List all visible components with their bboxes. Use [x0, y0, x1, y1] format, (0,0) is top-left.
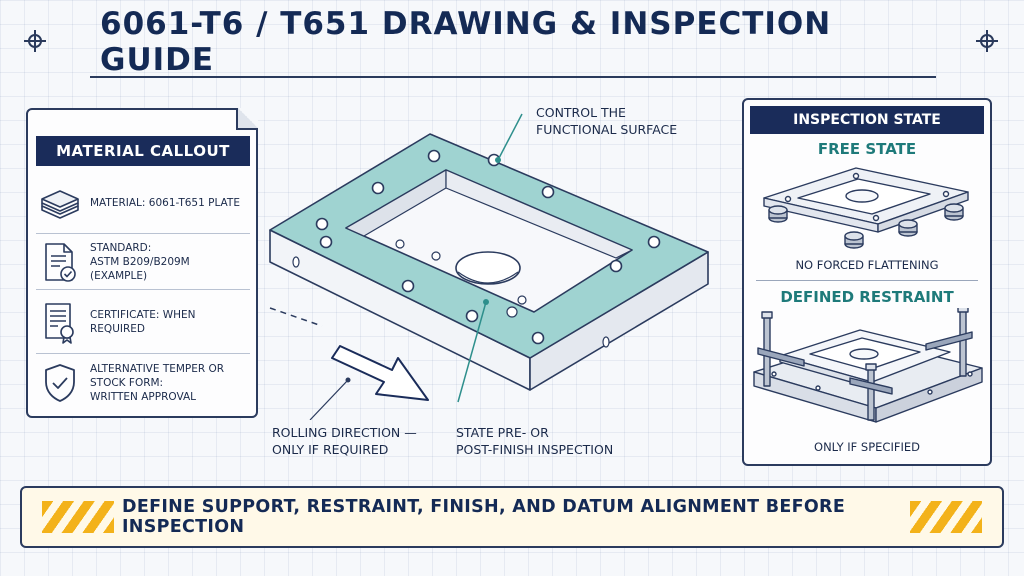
- support-pad-icon: [768, 205, 788, 223]
- hazard-stripes-icon: [910, 501, 982, 533]
- support-pad-icon: [898, 219, 918, 237]
- leader-state-inspection: [457, 301, 487, 403]
- state-divider: [756, 280, 978, 281]
- callout-approval-value: WRITTEN APPROVAL: [90, 391, 197, 403]
- callout-material-text: MATERIAL: 6061-T651 PLATE: [90, 196, 240, 209]
- callout-standard-text: STANDARD: ASTM B209/B209M (EXAMPLE): [84, 241, 250, 283]
- rolling-direction-label: ROLLING DIRECTION — ONLY IF REQUIRED: [272, 424, 417, 458]
- callout-approval-label: ALTERNATIVE TEMPER OR STOCK FORM:: [90, 363, 225, 389]
- center-bore: [455, 251, 521, 285]
- callout-approval-text: ALTERNATIVE TEMPER OR STOCK FORM: WRITTE…: [84, 362, 250, 404]
- page-fold-icon: [236, 108, 258, 130]
- functional-surface-label: CONTROL THE FUNCTIONAL SURFACE: [536, 104, 677, 138]
- callout-standard-value: ASTM B209/B209M (EXAMPLE): [90, 255, 190, 282]
- functional-surface-label-line2: FUNCTIONAL SURFACE: [536, 122, 678, 137]
- clamp-icon: [757, 311, 805, 387]
- inspection-state-header: INSPECTION STATE: [750, 106, 984, 134]
- defined-restraint-caption: ONLY IF SPECIFIED: [814, 440, 920, 454]
- free-state-caption: NO FORCED FLATTENING: [795, 258, 939, 272]
- clamp-icon: [925, 308, 973, 377]
- defined-restraint-illustration: [753, 308, 983, 423]
- free-state-illustration: [763, 167, 969, 249]
- inspection-banner: DEFINE SUPPORT, RESTRAINT, FINISH, AND D…: [20, 486, 1004, 548]
- crosshair-icon: [976, 30, 998, 52]
- defined-restraint-title: DEFINED RESTRAINT: [780, 288, 954, 306]
- clamp-icon: [849, 363, 893, 421]
- state-inspection-label-line2: POST-FINISH INSPECTION: [456, 442, 614, 457]
- document-check-icon: [45, 242, 76, 282]
- rolling-direction-arrow: [331, 345, 429, 401]
- state-inspection-label-line1: STATE PRE- OR: [456, 425, 549, 440]
- state-inspection-label: STATE PRE- OR POST-FINISH INSPECTION: [456, 424, 613, 458]
- rolling-direction-label-line1: ROLLING DIRECTION —: [272, 425, 417, 440]
- callout-row-approval: ALTERNATIVE TEMPER OR STOCK FORM: WRITTE…: [36, 354, 250, 412]
- certificate-icon: [45, 302, 74, 344]
- callout-row-standard: STANDARD: ASTM B209/B209M (EXAMPLE): [36, 234, 250, 290]
- title-underline: [90, 76, 936, 78]
- aluminum-plate-illustration: [269, 113, 709, 420]
- callout-standard-label: STANDARD:: [90, 241, 152, 254]
- banner-text: DEFINE SUPPORT, RESTRAINT, FINISH, AND D…: [122, 497, 846, 537]
- support-pad-icon: [844, 231, 864, 249]
- page-title: 6061-T6 / T651 DRAWING & INSPECTION GUID…: [100, 6, 832, 78]
- callout-row-material: MATERIAL: 6061-T651 PLATE: [36, 172, 250, 234]
- plate-stack-icon: [41, 189, 79, 219]
- crosshair-icon: [24, 30, 46, 52]
- callout-certificate-text: CERTIFICATE: WHEN REQUIRED: [90, 308, 196, 335]
- functional-surface-label-line1: CONTROL THE: [536, 105, 626, 120]
- hazard-stripes-icon: [42, 501, 114, 533]
- shield-check-icon: [45, 364, 75, 402]
- inspection-state-panel: INSPECTION STATE FREE STATE NO FORCED FL…: [742, 98, 992, 466]
- material-callout-panel: MATERIAL CALLOUT MATERIAL: 6061-T651 PLA…: [26, 108, 258, 418]
- rolling-direction-label-line2: ONLY IF REQUIRED: [272, 442, 389, 457]
- support-pad-icon: [944, 203, 964, 221]
- callout-row-certificate: CERTIFICATE: WHEN REQUIRED: [36, 290, 250, 354]
- free-state-title: FREE STATE: [817, 140, 917, 158]
- material-callout-header: MATERIAL CALLOUT: [36, 136, 250, 166]
- leader-functional-surface: [497, 113, 523, 161]
